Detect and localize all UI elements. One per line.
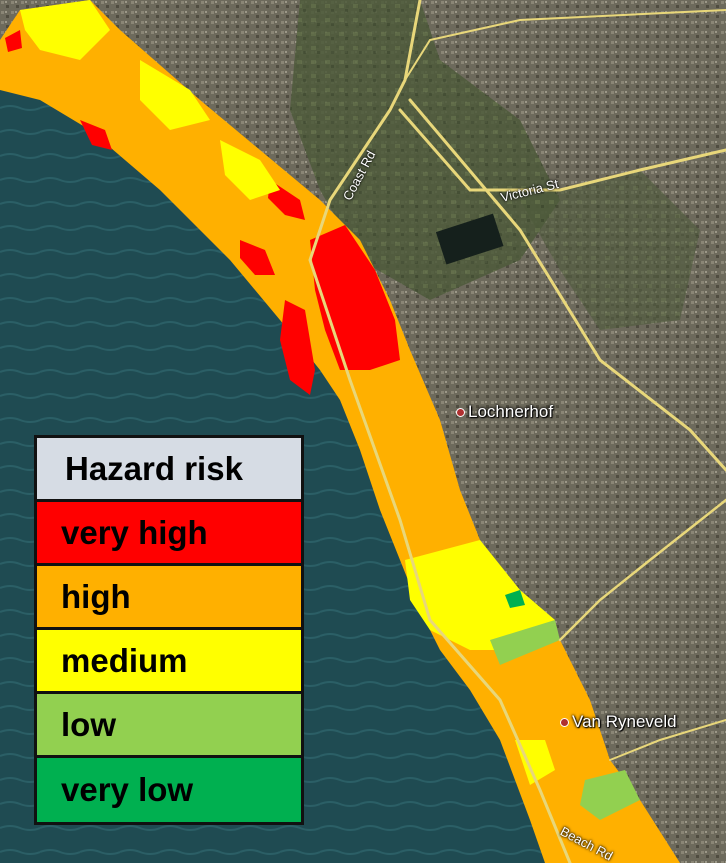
road-north — [404, 9, 726, 81]
hazard-zone-very-high — [5, 30, 22, 52]
hazard-zone-low — [580, 770, 640, 820]
green-area — [520, 170, 700, 330]
legend-label: high — [61, 577, 131, 615]
legend-item-very-high: very high — [37, 502, 301, 566]
place-label-van-ryneveld[interactable]: Van Ryneveld — [560, 712, 677, 732]
road-victoria — [398, 108, 726, 192]
hazard-zone-very-high — [240, 240, 275, 275]
hazard-zone-low — [505, 590, 525, 608]
legend-title-text: Hazard risk — [65, 449, 243, 487]
legend-title: Hazard risk — [37, 438, 301, 502]
legend-item-high: high — [37, 566, 301, 630]
legend-label: medium — [61, 641, 188, 679]
hazard-zone-medium — [20, 0, 110, 60]
legend-item-very-low: very low — [37, 758, 301, 822]
hazard-zone-very-high — [280, 300, 315, 395]
road-east — [558, 498, 726, 642]
legend-item-medium: medium — [37, 630, 301, 694]
place-name: Lochnerhof — [468, 402, 554, 421]
place-label-lochnerhof[interactable]: Lochnerhof — [456, 402, 553, 422]
legend-label: very high — [61, 513, 208, 551]
hazard-zone-medium — [405, 540, 555, 650]
hazard-zone-medium — [140, 60, 210, 130]
hazard-zone-very-high — [80, 120, 112, 150]
hazard-zone-very-high — [310, 225, 400, 370]
road-main — [408, 98, 726, 472]
road-south — [609, 719, 726, 761]
legend-label: very low — [61, 771, 194, 808]
dam — [435, 213, 504, 265]
hazard-zone-medium — [220, 140, 280, 200]
legend-item-low: low — [37, 694, 301, 758]
hazard-zone-medium — [515, 740, 555, 785]
place-name: Van Ryneveld — [572, 712, 677, 731]
legend-label: low — [61, 705, 116, 743]
place-marker-icon — [456, 408, 465, 418]
road-coast — [308, 0, 572, 863]
hazard-legend: Hazard risk very high high medium low ve… — [34, 435, 304, 825]
place-marker-icon — [560, 718, 569, 728]
hazard-zone-low — [490, 620, 560, 665]
road-network — [308, 0, 726, 863]
